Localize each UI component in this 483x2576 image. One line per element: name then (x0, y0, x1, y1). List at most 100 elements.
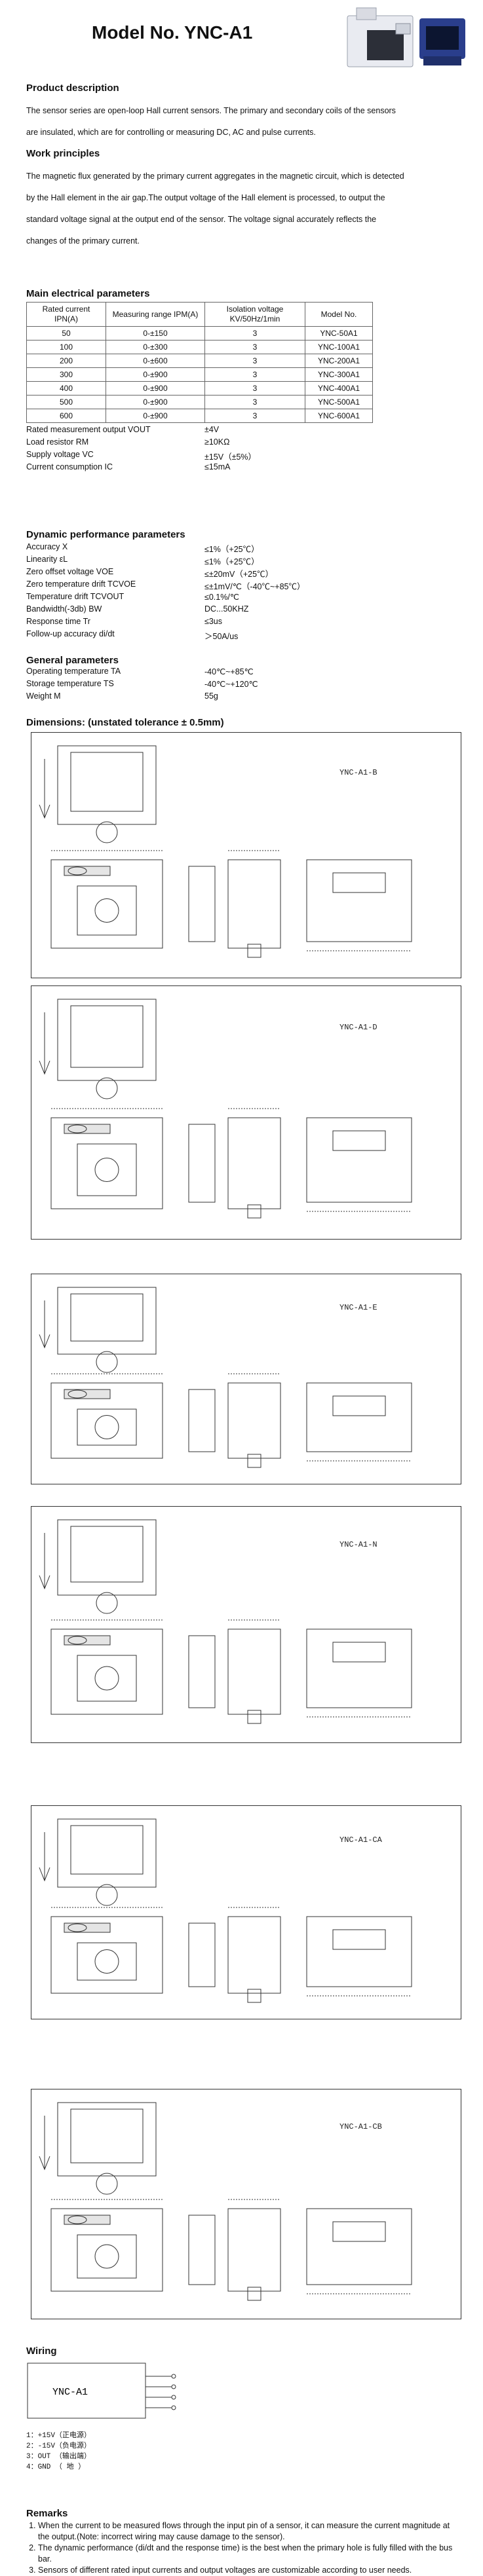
wiring-heading: Wiring (26, 2346, 57, 2357)
product-photo (341, 4, 472, 76)
drawing-model-label: YNC-A1-E (339, 1303, 377, 1312)
drawing-lines (39, 1818, 412, 2003)
table-cell: 3 (204, 340, 305, 354)
principles-line: changes of the primary current. (26, 236, 140, 246)
table-cell: 0-±900 (106, 381, 205, 396)
table-cell: YNC-300A1 (305, 367, 373, 382)
param-label: Operating temperature TA (26, 667, 121, 676)
param-row: Operating temperature TA -40℃~+85℃ (26, 667, 459, 679)
param-row: Rated measurement output VOUT±4V (26, 425, 459, 437)
param-value: ±4V (204, 425, 220, 434)
drawing-ync-a1-n: YNC-A1-N (31, 1506, 461, 1743)
table-cell: YNC-400A1 (305, 381, 373, 396)
dynamic-heading: Dynamic performance parameters (26, 529, 185, 540)
drawing-ync-a1-ca: YNC-A1-CA (31, 1805, 461, 2019)
wiring-pin: 2：-15V（负电源） (26, 2442, 92, 2450)
param-label: Supply voltage VC (26, 450, 94, 459)
param-label: Zero temperature drift TCVOE (26, 580, 136, 589)
wiring-diagram: YNC-A1 (27, 2363, 176, 2419)
param-value: ≤0.1%/℃ (204, 593, 239, 602)
remark-item: The dynamic performance (di/dt and the r… (38, 2543, 459, 2565)
drawing-lines (39, 745, 412, 958)
param-value: ≤±1mV/℃（-40℃~+85℃） (204, 582, 305, 591)
table-cell: 0-±300 (106, 340, 205, 354)
principles-line: by the Hall element in the air gap.The o… (26, 193, 385, 202)
param-value: ≤1%（+25℃） (204, 557, 260, 566)
param-row: Temperature drift TCVOUT≤0.1%/℃ (26, 592, 459, 604)
param-value: ≥10KΩ (204, 437, 230, 447)
general-heading: General parameters (26, 655, 119, 666)
param-row: Follow-up accuracy di/dt ＞50A/us (26, 629, 459, 642)
column-header: Model No. (305, 302, 373, 327)
table-cell: 600 (26, 409, 106, 423)
table-cell: 0-±600 (106, 354, 205, 368)
table-cell: 100 (26, 340, 106, 354)
table-cell: 0-±900 (106, 395, 205, 409)
param-value: ＞50A/us (204, 632, 239, 641)
table-cell: 3 (204, 409, 305, 423)
table-cell: YNC-200A1 (305, 354, 373, 368)
param-value: -40℃~+85℃ (204, 667, 254, 676)
column-header: Isolation voltage KV/50Hz/1min (204, 302, 305, 327)
param-label: Current consumption IC (26, 462, 113, 471)
wiring-pin: 4：GND （ 地 ） (26, 2463, 86, 2471)
general-parameters-section: General parameters Operating temperature… (26, 655, 459, 704)
principles-line: The magnetic flux generated by the prima… (26, 172, 404, 181)
param-row: Linearity εL≤1%（+25℃） (26, 555, 459, 567)
param-row: Supply voltage VC ±15V（±5%） (26, 450, 459, 462)
drawing-lines (39, 1519, 412, 1724)
table-cell: 500 (26, 395, 106, 409)
param-label: Accuracy X (26, 542, 68, 551)
table-cell: 3 (204, 395, 305, 409)
param-row: Response time Tr ≤3us (26, 617, 459, 629)
param-row: Zero temperature drift TCVOE ≤±1mV/℃（-40℃… (26, 580, 459, 592)
param-value: ±15V（±5%） (204, 452, 257, 462)
param-label: Follow-up accuracy di/dt (26, 629, 115, 638)
principles-line: standard voltage signal at the output en… (26, 215, 377, 224)
drawing-lines (39, 1287, 412, 1468)
param-value: 55g (204, 691, 218, 701)
param-row: Accuracy X ≤1%（+25℃） (26, 542, 459, 555)
drawing-ync-a1-cb: YNC-A1-CB (31, 2089, 461, 2319)
dynamic-params: Accuracy X ≤1%（+25℃）Linearity εL≤1%（+25℃）… (26, 542, 459, 642)
remark-item: When the current to be measured flows th… (38, 2520, 459, 2543)
param-row: Storage temperature TS-40℃~+120℃ (26, 679, 459, 691)
table-cell: YNC-500A1 (305, 395, 373, 409)
table-cell: 50 (26, 326, 106, 340)
param-label: Response time Tr (26, 617, 90, 626)
table-cell: YNC-100A1 (305, 340, 373, 354)
table-cell: 0-±900 (106, 367, 205, 382)
param-row: Weight M 55g (26, 691, 459, 704)
table-cell: 3 (204, 381, 305, 396)
param-label: Zero offset voltage VOE (26, 567, 114, 576)
param-value: ≤15mA (204, 462, 231, 471)
drawing-model-label: YNC-A1-D (339, 1023, 377, 1032)
remarks-heading: Remarks (26, 2508, 68, 2519)
drawing-model-label: YNC-A1-N (339, 1540, 377, 1549)
wiring-model-label: YNC-A1 (52, 2387, 88, 2398)
drawing-model-label: YNC-A1-CB (339, 2122, 382, 2131)
remarks-section: Remarks When the current to be measured … (26, 2508, 459, 2576)
param-label: Load resistor RM (26, 437, 89, 447)
table-cell: YNC-50A1 (305, 326, 373, 340)
drawing-model-label: YNC-A1-CA (339, 1835, 383, 1845)
param-label: Weight M (26, 691, 61, 701)
table-cell: 3 (204, 354, 305, 368)
page-title: Model No. YNC-A1 (92, 22, 253, 43)
param-value: ≤3us (204, 617, 223, 626)
column-header: Rated current IPN(A) (26, 302, 106, 327)
drawing-lines (39, 999, 412, 1219)
table-cell: 200 (26, 354, 106, 368)
electrical-heading: Main electrical parameters (26, 288, 150, 299)
param-value: -40℃~+120℃ (204, 680, 258, 689)
wiring-pin: 3：OUT （输出端） (26, 2453, 92, 2461)
param-value: ≤±20mV（+25℃） (204, 570, 274, 579)
param-value: ≤1%（+25℃） (204, 545, 260, 554)
dimensions-section: Dimensions: (unstated tolerance ± 0.5mm) (26, 717, 459, 735)
